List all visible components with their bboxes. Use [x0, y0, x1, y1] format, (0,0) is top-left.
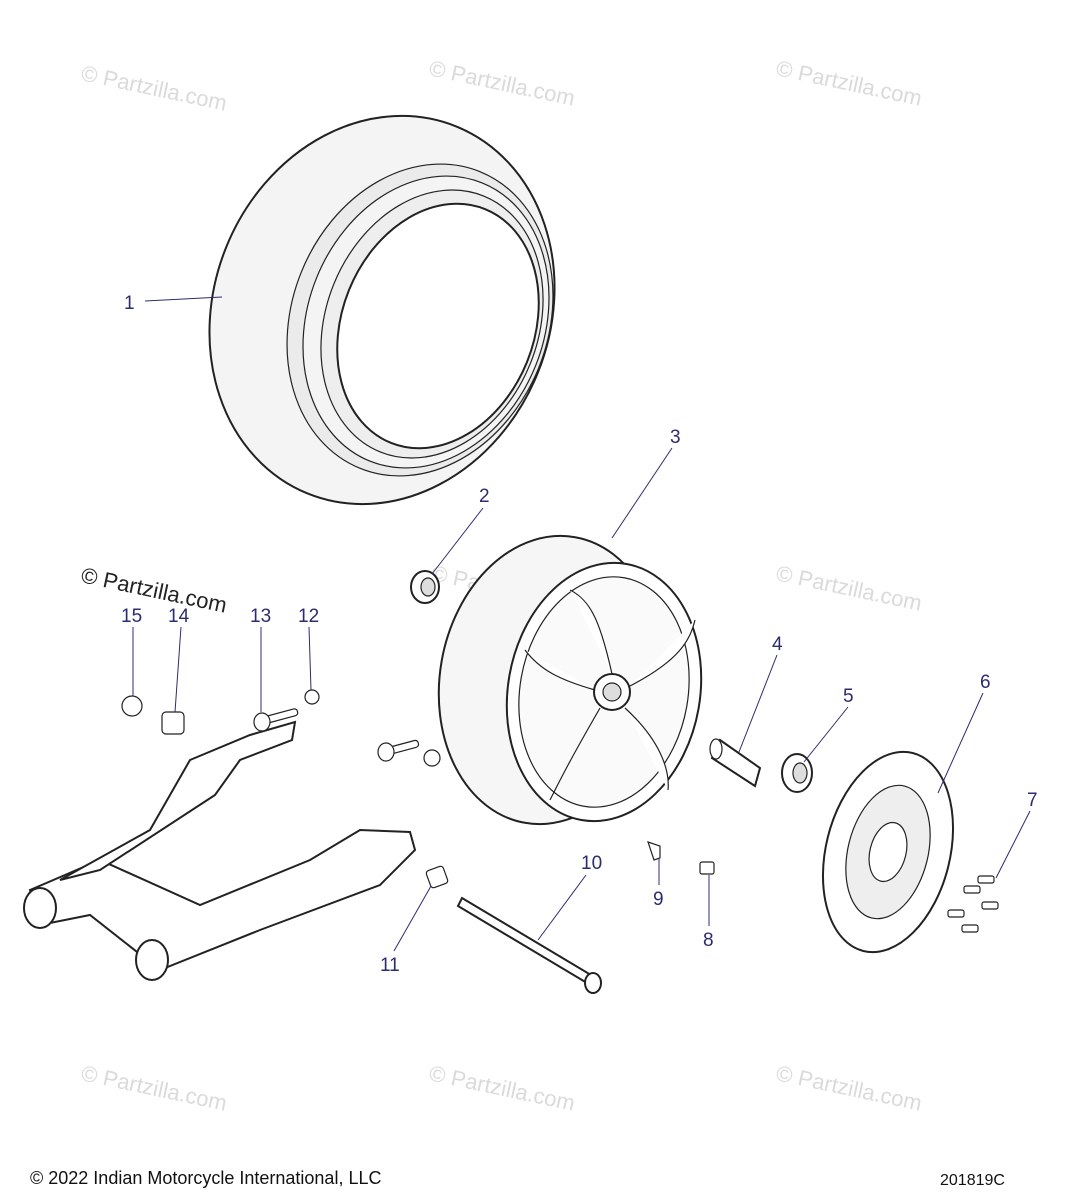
callout-4: 4 [772, 634, 783, 655]
bearing-right-part [781, 753, 813, 793]
wheel-part [437, 534, 703, 826]
callout-11: 11 [380, 955, 400, 976]
callout-14: 14 [168, 606, 190, 627]
axle-part [456, 896, 602, 994]
watermark: © Partzilla.com [79, 562, 229, 617]
callout-labels: 1 2 3 4 5 6 7 8 9 10 11 12 13 14 15 [121, 293, 1038, 976]
callout-9: 9 [653, 889, 664, 910]
tire-part [208, 114, 556, 506]
callout-12: 12 [298, 606, 319, 627]
adjuster-part [425, 865, 449, 889]
spacer-part [709, 738, 762, 788]
callout-2: 2 [479, 486, 490, 507]
watermark: © Partzilla.com [774, 55, 924, 110]
callout-5: 5 [843, 686, 854, 707]
watermark: © Partzilla.com [427, 55, 577, 110]
callout-3: 3 [670, 427, 681, 448]
callout-1: 1 [124, 293, 135, 314]
brake-disc-part [821, 750, 955, 954]
watermark: © Partzilla.com [427, 1060, 577, 1115]
callout-6: 6 [980, 672, 991, 693]
small-hardware-part [121, 689, 441, 767]
disc-bolts-part [947, 875, 999, 933]
watermark: © Partzilla.com [774, 560, 924, 615]
watermark: © Partzilla.com [79, 60, 229, 115]
bearing-part [410, 570, 440, 604]
callout-7: 7 [1027, 790, 1038, 811]
swingarm-part [23, 720, 417, 981]
valve-part [647, 841, 661, 861]
clip-part [699, 861, 715, 875]
callout-8: 8 [703, 930, 714, 951]
callout-10: 10 [581, 853, 602, 874]
drawing-id: 201819C [940, 1172, 1005, 1189]
watermark: © Partzilla.com [79, 1060, 229, 1115]
leader-lines [132, 296, 1031, 952]
watermark: © Partzilla.com [774, 1060, 924, 1115]
callout-13: 13 [250, 606, 271, 627]
copyright-text: © 2022 Indian Motorcycle International, … [30, 1168, 382, 1188]
callout-15: 15 [121, 606, 142, 627]
